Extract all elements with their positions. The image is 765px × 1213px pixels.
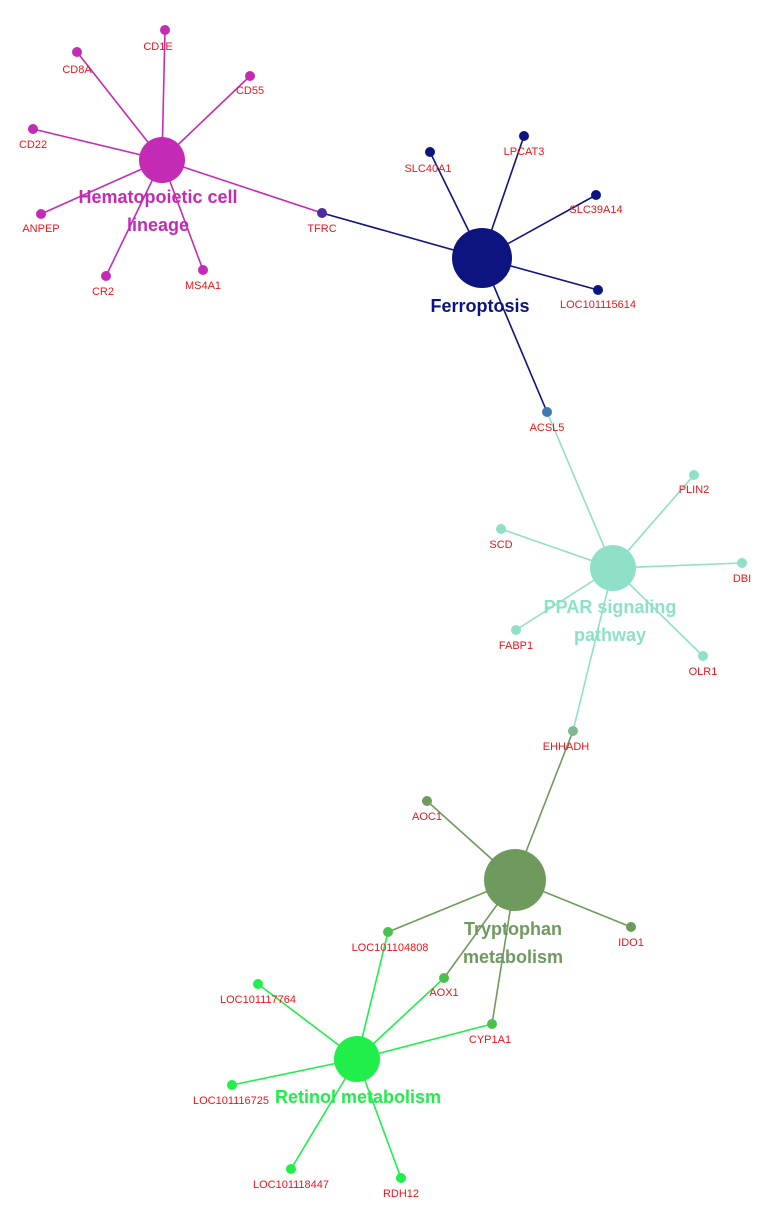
- gene-label-LOC101117764: LOC101117764: [220, 994, 296, 1006]
- gene-node-CD8A[interactable]: [72, 47, 82, 57]
- gene-node-AOC1[interactable]: [422, 796, 432, 806]
- gene-label-LOC101118447: LOC101118447: [253, 1179, 329, 1191]
- gene-node-RDH12[interactable]: [396, 1173, 406, 1183]
- gene-node-CD22[interactable]: [28, 124, 38, 134]
- gene-node-ACSL5[interactable]: [542, 407, 552, 417]
- gene-label-RDH12: RDH12: [383, 1188, 419, 1200]
- pathway-node-ferroptosis[interactable]: [452, 228, 512, 288]
- gene-node-SLC39A14[interactable]: [591, 190, 601, 200]
- gene-label-OLR1: OLR1: [689, 666, 718, 678]
- gene-node-CYP1A1[interactable]: [487, 1019, 497, 1029]
- pathway-label-ppar: pathway: [574, 625, 646, 645]
- gene-label-LOC101116725: LOC101116725: [193, 1095, 269, 1107]
- gene-node-LOC101117764[interactable]: [253, 979, 263, 989]
- gene-node-MS4A1[interactable]: [198, 265, 208, 275]
- gene-label-LPCAT3: LPCAT3: [504, 146, 545, 158]
- gene-label-MS4A1: MS4A1: [185, 280, 221, 292]
- gene-label-CR2: CR2: [92, 286, 114, 298]
- gene-label-ACSL5: ACSL5: [530, 422, 565, 434]
- pathway-node-retinol[interactable]: [334, 1036, 380, 1082]
- gene-label-TFRC: TFRC: [307, 223, 336, 235]
- gene-label-PLIN2: PLIN2: [679, 484, 710, 496]
- pathway-node-tryptophan[interactable]: [484, 849, 546, 911]
- gene-label-SLC39A14: SLC39A14: [569, 204, 622, 216]
- pathway-node-ppar[interactable]: [590, 545, 636, 591]
- edge-retinol-CYP1A1: [356, 1023, 493, 1060]
- gene-node-EHHADH[interactable]: [568, 726, 578, 736]
- gene-label-AOC1: AOC1: [412, 811, 442, 823]
- gene-node-TFRC[interactable]: [317, 208, 327, 218]
- gene-label-DBI: DBI: [733, 573, 751, 585]
- pathway-label-ferroptosis: Ferroptosis: [430, 296, 529, 316]
- gene-label-IDO1: IDO1: [618, 937, 644, 949]
- gene-node-LOC101116725[interactable]: [227, 1080, 237, 1090]
- gene-label-AOX1: AOX1: [429, 987, 458, 999]
- gene-node-OLR1[interactable]: [698, 651, 708, 661]
- gene-label-LOC101115614: LOC101115614: [560, 299, 636, 311]
- gene-node-LOC101118447[interactable]: [286, 1164, 296, 1174]
- gene-label-ANPEP: ANPEP: [22, 223, 59, 235]
- edge-ppar-ACSL5: [546, 411, 614, 569]
- gene-label-SCD: SCD: [489, 539, 512, 551]
- gene-label-CD1E: CD1E: [143, 41, 172, 53]
- pathway-label-hematopoietic: lineage: [127, 215, 189, 235]
- pathway-node-hematopoietic[interactable]: [139, 137, 185, 183]
- gene-node-ANPEP[interactable]: [36, 209, 46, 219]
- gene-node-FABP1[interactable]: [511, 625, 521, 635]
- gene-node-DBI[interactable]: [737, 558, 747, 568]
- gene-node-LOC101104808[interactable]: [383, 927, 393, 937]
- edge-hematopoietic-TFRC: [161, 159, 323, 214]
- pathway-label-hematopoietic: Hematopoietic cell: [78, 187, 237, 207]
- gene-node-AOX1[interactable]: [439, 973, 449, 983]
- pathway-label-tryptophan: metabolism: [463, 947, 563, 967]
- gene-label-CD55: CD55: [236, 85, 264, 97]
- gene-label-EHHADH: EHHADH: [543, 741, 590, 753]
- gene-label-SLC40A1: SLC40A1: [404, 163, 451, 175]
- edge-ppar-EHHADH: [572, 567, 614, 732]
- gene-node-LOC101115614[interactable]: [593, 285, 603, 295]
- gene-node-PLIN2[interactable]: [689, 470, 699, 480]
- node-layer: [28, 25, 747, 1183]
- gene-label-CD8A: CD8A: [62, 64, 92, 76]
- pathway-label-retinol: Retinol metabolism: [275, 1087, 441, 1107]
- gene-label-FABP1: FABP1: [499, 640, 533, 652]
- gene-node-LPCAT3[interactable]: [519, 131, 529, 141]
- gene-label-CD22: CD22: [19, 139, 47, 151]
- gene-label-CYP1A1: CYP1A1: [469, 1034, 511, 1046]
- pathway-label-ppar: PPAR signaling: [544, 597, 677, 617]
- pathway-label-tryptophan: Tryptophan: [464, 919, 562, 939]
- gene-label-LOC101104808: LOC101104808: [352, 942, 429, 954]
- gene-node-IDO1[interactable]: [626, 922, 636, 932]
- gene-node-CR2[interactable]: [101, 271, 111, 281]
- gene-node-CD55[interactable]: [245, 71, 255, 81]
- gene-node-CD1E[interactable]: [160, 25, 170, 35]
- gene-node-SCD[interactable]: [496, 524, 506, 534]
- gene-node-SLC40A1[interactable]: [425, 147, 435, 157]
- label-layer: Hematopoietic cell lineageFerroptosisPPAR…: [19, 41, 751, 1200]
